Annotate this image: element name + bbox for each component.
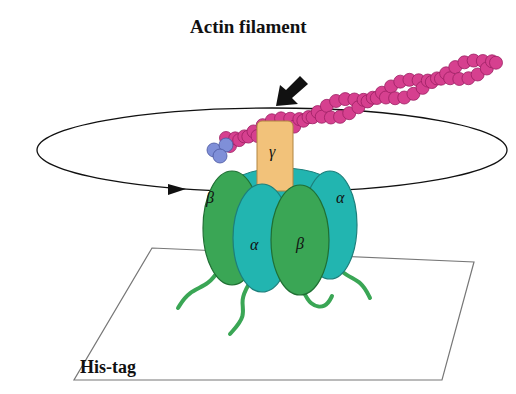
rotation-orbit: [37, 108, 507, 192]
actin-filament: [207, 54, 503, 163]
subunit-label: β: [206, 190, 214, 206]
beta-subunit: β: [270, 184, 330, 296]
subunit-label: γ: [269, 144, 275, 160]
plate-label: His-tag: [80, 358, 136, 376]
subunit-shape: [271, 185, 329, 295]
actin-bead: [490, 56, 503, 69]
his-tag-tail: [178, 268, 220, 308]
subunit-shape: [257, 121, 293, 191]
subunit-label: α: [336, 190, 344, 206]
orbit-arrowhead: [168, 184, 186, 195]
his-tag-tail: [230, 282, 250, 334]
pointer-arrow: [276, 76, 308, 106]
gamma-subunit: γ: [256, 120, 294, 192]
streptavidin-bead: [213, 149, 227, 163]
part-label: Actin filament: [190, 16, 307, 38]
subunit-label: α: [250, 237, 258, 253]
subunit-label: β: [296, 236, 304, 252]
